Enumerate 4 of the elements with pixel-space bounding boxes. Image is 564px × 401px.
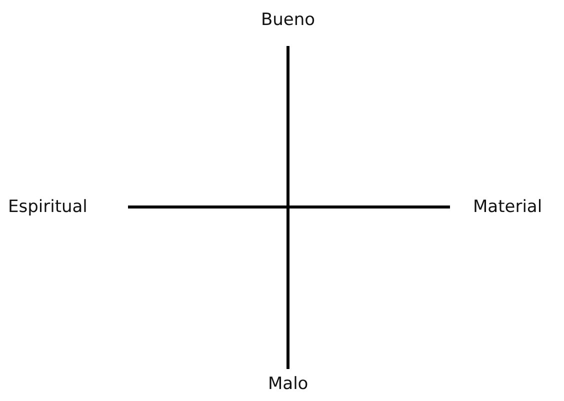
- axis-label: Malo: [268, 374, 308, 394]
- axis-label: Material: [473, 197, 542, 217]
- axis-label: Bueno: [261, 10, 316, 30]
- axis-label: Espiritual: [8, 197, 88, 217]
